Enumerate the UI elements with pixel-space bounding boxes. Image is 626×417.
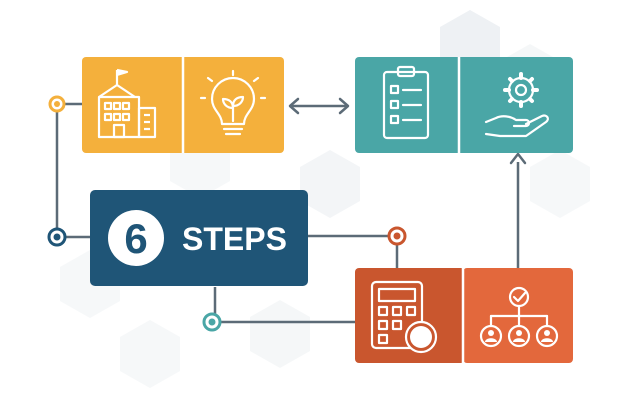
- double-arrow-icon: [288, 97, 350, 115]
- connector-nodes: [47, 95, 407, 332]
- up-arrow-icon: [509, 152, 527, 165]
- steps-title: STEPS: [182, 221, 287, 257]
- connector-lines: [55, 102, 520, 324]
- clipboard-checklist-icon: [382, 65, 430, 140]
- building-icon: [97, 68, 157, 139]
- number-badge: [108, 210, 164, 266]
- step-number: 6: [124, 215, 147, 262]
- hand-gear-icon: [484, 72, 549, 138]
- center-steps-card: 6 STEPS: [90, 190, 308, 286]
- step-card-teal: [355, 57, 573, 153]
- step-card-yellow: [82, 57, 284, 153]
- step-card-red-orange: [355, 268, 573, 363]
- calculator-icon: [370, 280, 438, 354]
- lightbulb-icon: [199, 69, 267, 136]
- org-chart-icon: [479, 286, 559, 348]
